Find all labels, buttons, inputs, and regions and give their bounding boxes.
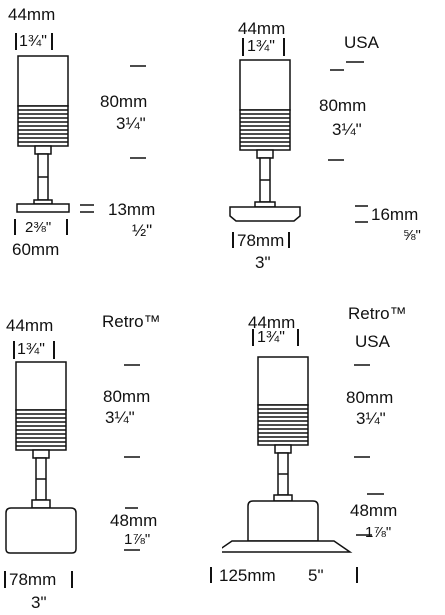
fixture-drawing-usa (229, 59, 368, 223)
dimension-tick (13, 341, 15, 359)
dimension-tick (283, 38, 285, 56)
height-mm-label: 80mm (346, 388, 394, 407)
dimension-tick (66, 219, 68, 235)
top-width-mm-label: 44mm (248, 313, 296, 332)
variant-retro-panel: Retro™ 44mm 1¾" 80mm 3¼" 48mm 1⅞" 78mm 3… (0, 307, 222, 614)
base-width-mm-label: 125mm (219, 566, 276, 585)
height-in-label: 3¼" (105, 408, 135, 427)
base-height-in-label: 1⅞" (365, 524, 392, 541)
top-width-in-label: 1¾" (17, 341, 45, 358)
height-mm-label: 80mm (319, 96, 367, 115)
dimension-tick (297, 329, 299, 346)
base-height-mm-label: 48mm (110, 511, 158, 530)
base-width-mm-label: 60mm (12, 240, 60, 259)
base-height-mm-label: 16mm (371, 205, 419, 224)
top-width-in-label: 1¾" (247, 38, 275, 55)
height-in-label: 3¼" (332, 120, 362, 139)
fixture-drawing-standard (16, 55, 146, 213)
height-in-label: 3¼" (116, 114, 146, 133)
dimension-tick (51, 33, 53, 50)
dimension-tick (71, 571, 73, 588)
dimension-tick (252, 329, 254, 346)
fixture-drawing-retro-usa (222, 356, 384, 553)
top-width-mm-label: 44mm (6, 316, 54, 335)
height-mm-label: 80mm (100, 92, 148, 111)
height-mm-label: 80mm (103, 387, 151, 406)
dimension-tick (242, 38, 244, 56)
base-height-in-label: 1⅞" (124, 531, 151, 548)
base-width-in-label: 3" (255, 253, 271, 272)
dimension-tick (53, 341, 55, 359)
variant-label-retro: Retro™ (102, 312, 161, 331)
variant-standard-panel: 44mm 1¾" 80mm 3¼" 13mm ½" 2⅜" 60mm (0, 0, 222, 307)
top-width-in-label: 1¾" (19, 33, 47, 50)
variant-label-usa: USA (344, 33, 379, 52)
top-width-mm-label: 44mm (8, 5, 56, 24)
top-width-mm-label: 44mm (238, 19, 286, 38)
base-height-in-label: ½" (132, 221, 153, 240)
dimension-tick (210, 567, 212, 583)
base-width-in-label: 2⅜" (25, 219, 52, 236)
dimension-tick (15, 33, 17, 50)
top-width-in-label: 1¾" (257, 329, 285, 346)
variant-usa-panel: USA 44mm 1¾" 80mm 3¼" 16mm ⅝" 78mm 3" (222, 0, 444, 307)
dimension-tick (356, 567, 358, 583)
dimension-tick (14, 219, 16, 235)
variant-label-retro-usa: Retro™ (348, 304, 407, 323)
base-width-mm-label: 78mm (9, 570, 57, 589)
base-width-in-label: 5" (308, 566, 324, 585)
base-width-mm-label: 78mm (237, 231, 285, 250)
base-height-mm-label: 13mm (108, 200, 156, 219)
fixture-drawing-retro (5, 361, 140, 554)
dimension-tick (232, 232, 234, 248)
dimension-tick (4, 571, 6, 588)
base-height-in-label: ⅝" (403, 227, 421, 244)
base-width-in-label: 3" (31, 593, 47, 612)
dimension-tick (288, 232, 290, 248)
height-in-label: 3¼" (356, 409, 386, 428)
base-height-mm-label: 48mm (350, 501, 398, 520)
variant-label-usa-line: USA (355, 332, 390, 351)
variant-retro-usa-panel: Retro™ USA 44mm 1¾" 80mm 3¼" 48mm 1⅞" 12… (210, 304, 444, 614)
